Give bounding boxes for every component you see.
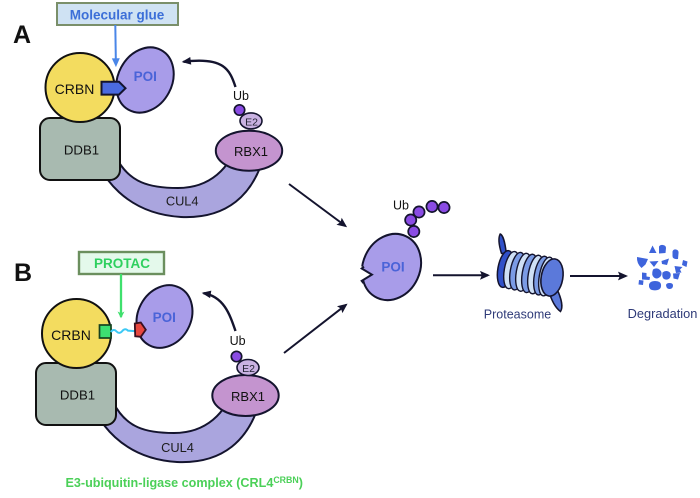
svg-text:CRBN: CRBN [55,81,95,97]
svg-text:A: A [13,21,31,49]
svg-text:Degradation: Degradation [628,306,698,321]
svg-text:DDB1: DDB1 [64,143,99,158]
svg-text:CUL4: CUL4 [161,440,194,455]
svg-text:E3-ubiquitin-ligase complex (C: E3-ubiquitin-ligase complex (CRL4CRBN) [66,475,303,490]
svg-text:PROTAC: PROTAC [94,256,150,271]
svg-text:Proteasome: Proteasome [484,308,551,322]
svg-text:Ub: Ub [230,334,246,348]
svg-text:B: B [14,259,32,287]
svg-text:RBX1: RBX1 [231,389,265,404]
svg-text:E2: E2 [245,116,258,128]
svg-text:DDB1: DDB1 [60,388,95,403]
svg-text:CUL4: CUL4 [166,194,199,209]
svg-text:CRBN: CRBN [51,327,91,343]
svg-text:Ub: Ub [233,89,249,103]
svg-text:POI: POI [134,69,157,84]
svg-text:Molecular glue: Molecular glue [70,7,165,22]
svg-text:E2: E2 [242,363,255,375]
svg-text:RBX1: RBX1 [234,144,268,159]
svg-text:Ub: Ub [393,199,409,213]
svg-text:POI: POI [381,259,404,274]
svg-text:POI: POI [153,310,176,325]
